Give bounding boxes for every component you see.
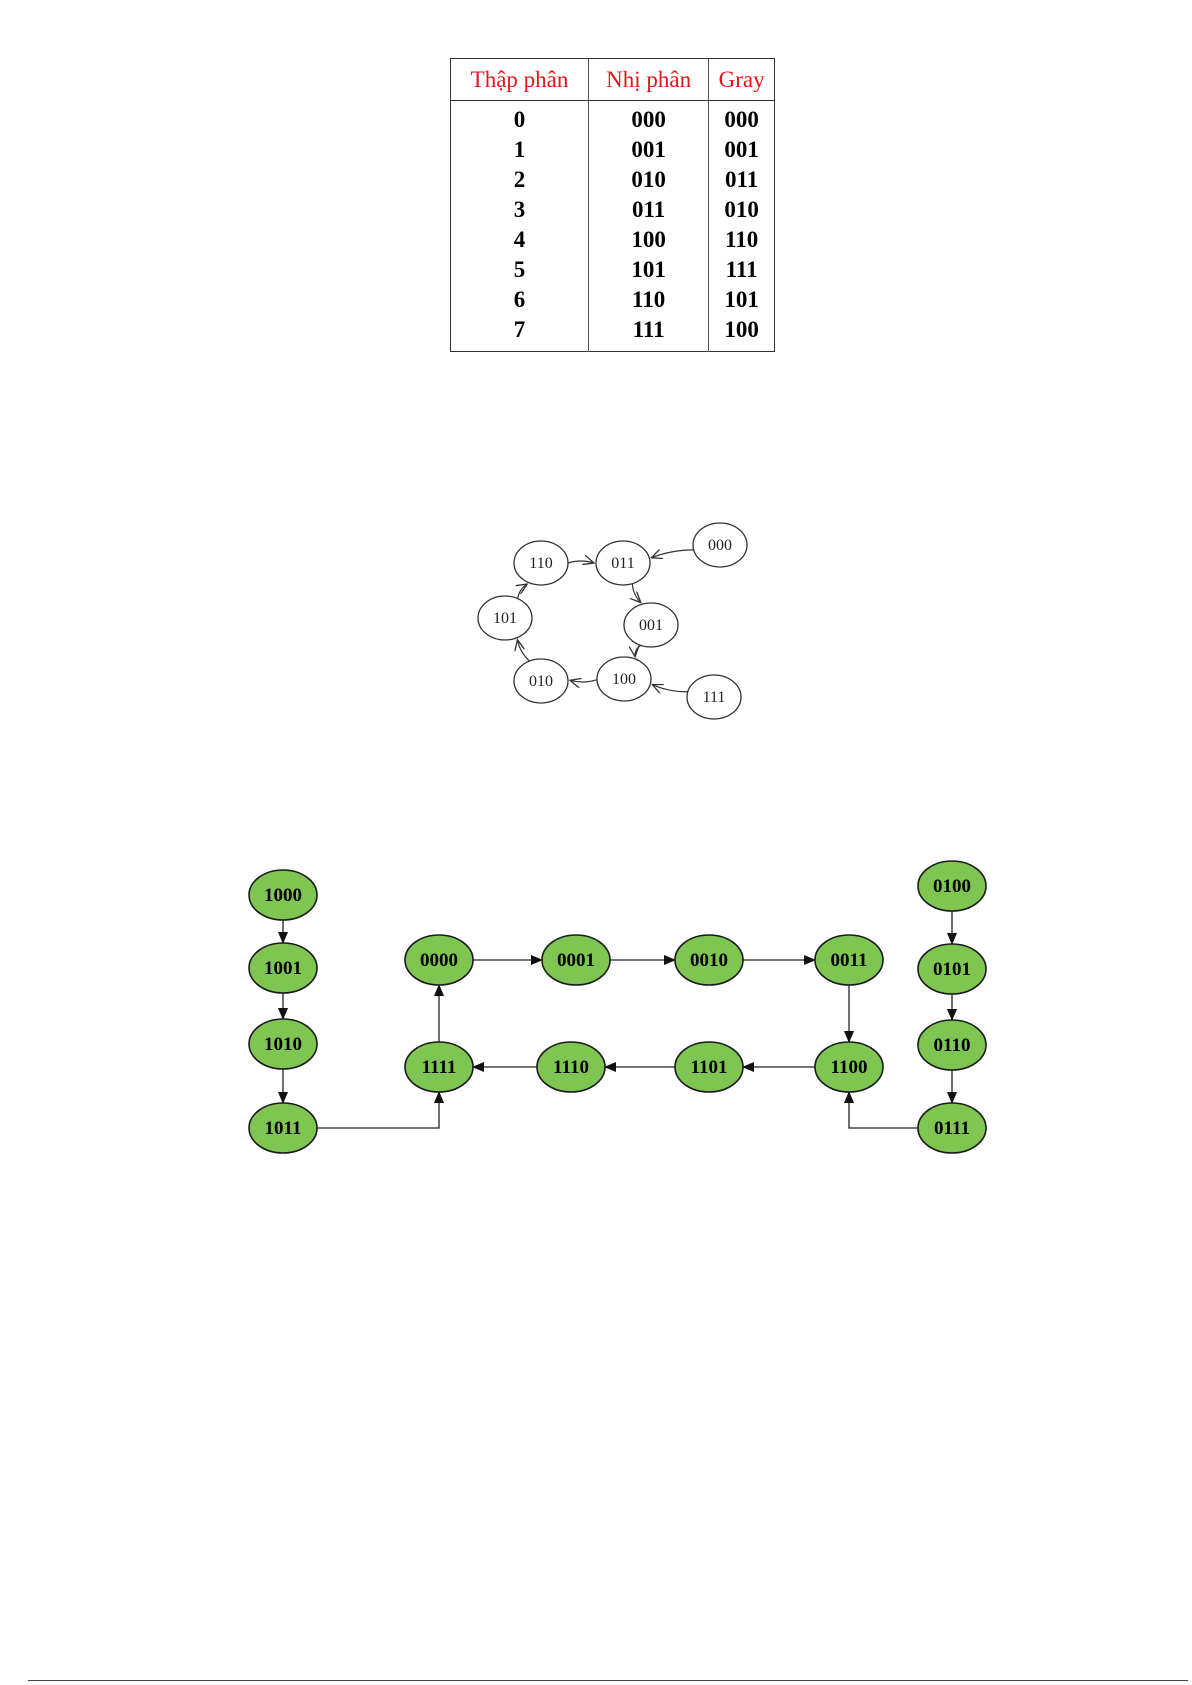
transition-arrow <box>568 561 594 563</box>
cell-decimal: 3 <box>451 195 589 225</box>
transition-arrow <box>518 584 527 598</box>
gray-code-table: Thập phân Nhị phân Gray 0 000 000 1 001 … <box>450 58 775 352</box>
transition-arrow <box>849 1092 918 1128</box>
table-header-row: Thập phân Nhị phân Gray <box>451 59 775 101</box>
bottom-rule <box>28 1680 1188 1681</box>
state-label: 0010 <box>690 950 728 971</box>
state-label: 1100 <box>831 1057 868 1078</box>
transition-arrow <box>570 680 597 682</box>
table-row: 3 011 010 <box>451 195 775 225</box>
state-node: 0001 <box>542 935 610 985</box>
table-row: 2 010 011 <box>451 165 775 195</box>
state-node: 0000 <box>405 935 473 985</box>
state-node: 1000 <box>249 870 317 920</box>
state-node: 1110 <box>537 1042 605 1092</box>
cell-binary: 001 <box>589 135 709 165</box>
state-node: 0101 <box>918 944 986 994</box>
state-node: 0011 <box>815 935 883 985</box>
cell-binary: 100 <box>589 225 709 255</box>
table-row: 0 000 000 <box>451 101 775 136</box>
cell-binary: 010 <box>589 165 709 195</box>
cell-decimal: 6 <box>451 285 589 315</box>
state-node: 1001 <box>249 943 317 993</box>
state-node: 001 <box>624 603 678 647</box>
state-label: 0011 <box>831 950 868 971</box>
state-label: 1101 <box>691 1057 728 1078</box>
state-node: 011 <box>596 541 650 585</box>
state-label: 0111 <box>934 1118 970 1139</box>
transition-arrow <box>652 685 688 692</box>
transition-arrow <box>632 584 641 603</box>
state-label: 110 <box>529 555 552 572</box>
state-node: 000 <box>693 523 747 567</box>
cell-decimal: 1 <box>451 135 589 165</box>
table-row: 7 111 100 <box>451 315 775 352</box>
state-node: 0111 <box>918 1103 986 1153</box>
state-label: 1111 <box>422 1057 457 1078</box>
state-node: 1100 <box>815 1042 883 1092</box>
state-label: 101 <box>493 610 517 627</box>
cell-binary: 011 <box>589 195 709 225</box>
state-node: 110 <box>514 541 568 585</box>
header-binary: Nhị phân <box>589 59 709 101</box>
cell-gray: 011 <box>709 165 775 195</box>
state-label: 0000 <box>420 950 458 971</box>
cell-binary: 000 <box>589 101 709 136</box>
state-label: 1011 <box>265 1118 302 1139</box>
state-label: 0101 <box>933 959 971 980</box>
header-decimal: Thập phân <box>451 59 589 101</box>
cell-gray: 000 <box>709 101 775 136</box>
state-node: 100 <box>597 657 651 701</box>
state-label: 000 <box>708 537 732 554</box>
state-node: 1011 <box>249 1103 317 1153</box>
state-node: 101 <box>478 596 532 640</box>
state-label: 1110 <box>553 1057 589 1078</box>
cell-gray: 111 <box>709 255 775 285</box>
state-label: 1001 <box>264 958 302 979</box>
state-node: 0010 <box>675 935 743 985</box>
state-diagram-4bit: 1000 1001 1010 1011 0000 0001 0010 0011 1111 1110… <box>0 860 1192 1180</box>
cell-gray: 010 <box>709 195 775 225</box>
cell-gray: 101 <box>709 285 775 315</box>
state-label: 0100 <box>933 876 971 897</box>
transition-arrow <box>317 1092 439 1128</box>
cell-gray: 001 <box>709 135 775 165</box>
state-label: 010 <box>529 673 553 690</box>
cell-binary: 101 <box>589 255 709 285</box>
cell-decimal: 0 <box>451 101 589 136</box>
header-gray: Gray <box>709 59 775 101</box>
state-label: 001 <box>639 617 663 634</box>
state-node: 0110 <box>918 1020 986 1070</box>
cell-gray: 100 <box>709 315 775 352</box>
cell-binary: 110 <box>589 285 709 315</box>
table-row: 4 100 110 <box>451 225 775 255</box>
state-node: 010 <box>514 659 568 703</box>
state-label: 111 <box>703 689 726 706</box>
transition-arrow <box>635 645 641 656</box>
state-node: 1010 <box>249 1019 317 1069</box>
state-label: 1010 <box>264 1034 302 1055</box>
state-label: 100 <box>612 671 636 688</box>
state-node: 1111 <box>405 1042 473 1092</box>
cell-binary: 111 <box>589 315 709 352</box>
cell-decimal: 5 <box>451 255 589 285</box>
state-node: 0100 <box>918 861 986 911</box>
cell-decimal: 7 <box>451 315 589 352</box>
table-row: 6 110 101 <box>451 285 775 315</box>
table-row: 1 001 001 <box>451 135 775 165</box>
table-row: 5 101 111 <box>451 255 775 285</box>
state-label: 011 <box>611 555 634 572</box>
state-label: 1000 <box>264 885 302 906</box>
transition-arrow <box>651 550 693 558</box>
state-node: 111 <box>687 675 741 719</box>
cell-gray: 110 <box>709 225 775 255</box>
state-node: 1101 <box>675 1042 743 1092</box>
state-diagram-3bit: 110 011 000 101 001 010 100 111 <box>0 510 1192 730</box>
cell-decimal: 2 <box>451 165 589 195</box>
state-label: 0001 <box>557 950 595 971</box>
state-label: 0110 <box>934 1035 971 1056</box>
transition-arrow <box>517 640 529 661</box>
cell-decimal: 4 <box>451 225 589 255</box>
